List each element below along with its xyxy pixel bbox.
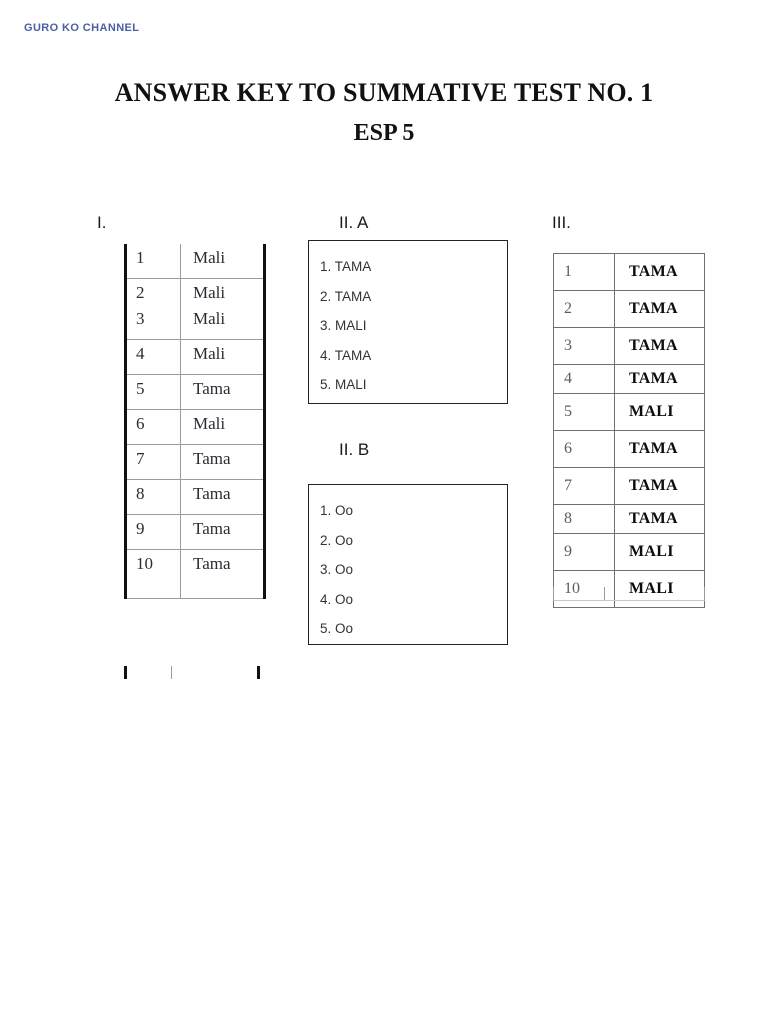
- row-answer: TAMA: [614, 467, 705, 505]
- answer-box-part-2b: 1. Oo 2. Oo 3. Oo 4. Oo 5. Oo: [308, 484, 508, 645]
- row-number: 3: [553, 327, 615, 365]
- row-answer: Tama: [180, 374, 263, 410]
- row-answer: Tama: [180, 549, 263, 599]
- row-answer: TAMA: [614, 504, 705, 534]
- list-item: 5. Oo: [320, 621, 354, 636]
- answer-table-part-1-footer: [124, 666, 260, 679]
- row-answer: Mali: [180, 339, 263, 375]
- row-answer: TAMA: [614, 364, 705, 394]
- row-number: 3: [127, 309, 181, 340]
- section-label-part-2b: II. B: [339, 440, 370, 459]
- table-column-divider: [604, 587, 605, 600]
- row-number: 1: [127, 244, 181, 279]
- row-number: 4: [553, 364, 615, 394]
- answer-table-part-3-footer: [553, 587, 705, 601]
- list-item: 4. TAMA: [320, 347, 372, 363]
- list-item: 3. Oo: [320, 562, 354, 577]
- row-number: 7: [127, 444, 181, 480]
- row-number: 8: [127, 479, 181, 515]
- row-answer: Mali: [180, 409, 263, 445]
- list-item: 2. Oo: [320, 532, 354, 548]
- row-number: 1: [553, 253, 615, 291]
- row-number: 2: [553, 290, 615, 328]
- row-number: 5: [127, 374, 181, 410]
- row-number: 8: [553, 504, 615, 534]
- row-answer: Tama: [180, 514, 263, 550]
- row-number: 2: [127, 278, 181, 309]
- section-label-part-2a: II. A: [339, 213, 369, 232]
- row-answer: Mali: [180, 244, 263, 279]
- row-answer: MALI: [614, 393, 705, 431]
- row-number: 5: [553, 393, 615, 431]
- row-number: 4: [127, 339, 181, 375]
- list-item: 1. Oo: [320, 503, 354, 518]
- section-label-part-1: I.: [97, 213, 107, 232]
- table-row: 2 Mali: [127, 278, 263, 309]
- row-number: 10: [127, 549, 181, 599]
- row-answer: MALI: [614, 570, 705, 608]
- list-item: 2. TAMA: [320, 288, 372, 304]
- row-answer: TAMA: [614, 253, 705, 291]
- row-answer: MALI: [614, 533, 705, 571]
- table-column-divider: [171, 666, 172, 679]
- row-answer: TAMA: [614, 430, 705, 468]
- list-item: 1. TAMA: [320, 259, 372, 274]
- channel-watermark: GURO KO CHANNEL: [24, 22, 140, 34]
- row-number: 9: [553, 533, 615, 571]
- answer-box-part-2a: 1. TAMA 2. TAMA 3. MALI 4. TAMA 5. MALI: [308, 240, 508, 404]
- list-item: 3. MALI: [320, 318, 367, 333]
- row-answer: Mali: [193, 283, 226, 302]
- list-item: 5. MALI: [320, 377, 367, 392]
- row-number: 6: [553, 430, 615, 468]
- page-subtitle: ESP 5: [353, 120, 415, 146]
- row-answer: Tama: [180, 479, 263, 515]
- row-answer: TAMA: [614, 290, 705, 328]
- list-item: 4. Oo: [320, 591, 354, 607]
- section-label-part-3: III.: [552, 213, 571, 232]
- row-answer: Tama: [180, 444, 263, 480]
- row-answer: TAMA: [614, 327, 705, 365]
- row-answer: Mali: [180, 309, 263, 340]
- row-number: 9: [127, 514, 181, 550]
- row-number: 6: [127, 409, 181, 445]
- row-number: 7: [553, 467, 615, 505]
- page-title: ANSWER KEY TO SUMMATIVE TEST NO. 1: [114, 78, 654, 107]
